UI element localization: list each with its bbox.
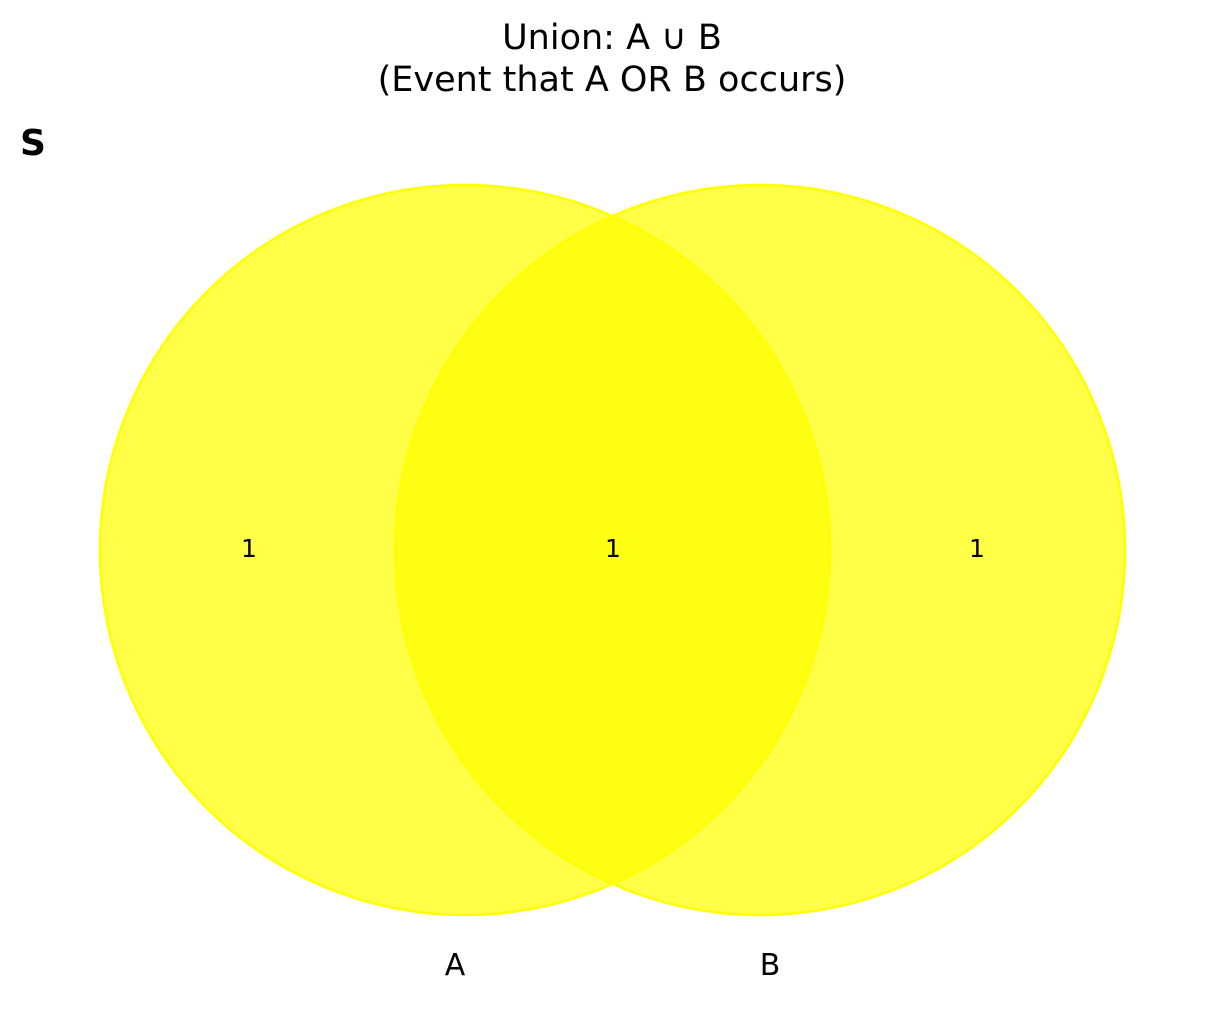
region-a-and-b-label: 1 [605, 534, 621, 563]
region-a-only-label: 1 [241, 534, 257, 563]
diagram-title-line1: Union: A ∪ B [502, 18, 722, 58]
diagram-title-line2: (Event that A OR B occurs) [378, 60, 847, 100]
set-a-label: A [445, 948, 466, 983]
set-b-circle [393, 183, 1127, 917]
sample-space-label: S [20, 123, 46, 164]
region-b-only-label: 1 [969, 534, 985, 563]
set-b-label: B [760, 948, 781, 983]
